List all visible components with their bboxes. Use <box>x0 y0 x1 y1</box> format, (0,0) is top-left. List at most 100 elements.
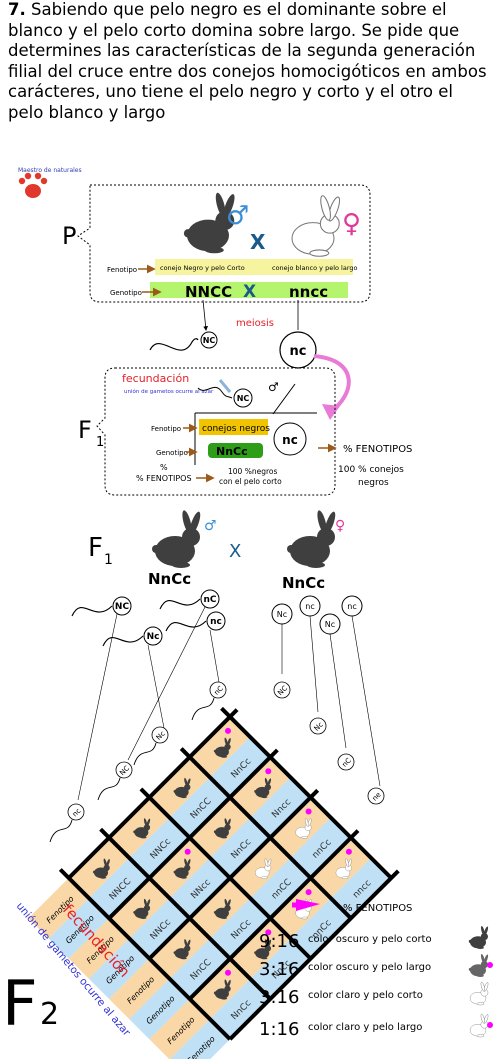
punnett-cell: NnCC <box>149 757 230 838</box>
genotype-band <box>150 282 348 298</box>
f1-cross-male-genotype: NnCc <box>148 570 191 588</box>
logo-text: Maestro de naturales <box>18 167 82 174</box>
punnett-cell: nnCC <box>230 837 311 919</box>
punnett-cell: NNcc <box>149 837 230 919</box>
grid-row-gamete <box>337 753 355 771</box>
f1-cross-x: X <box>229 541 241 562</box>
punnett-cell: NnCc <box>189 958 271 1040</box>
f1-side-label: % FENOTIPOS <box>343 444 412 455</box>
male-symbol: ♂ <box>226 201 249 231</box>
long-hair-dot <box>487 962 493 968</box>
f1-pct-sym: % <box>160 463 168 472</box>
f2-desc: color oscuro y pelo largo <box>308 962 431 973</box>
f1-cross-male-gamete-label: nC <box>203 595 216 605</box>
f1-genotype: NnCc <box>216 445 248 458</box>
f1-side-value-1: 100 % conejos <box>338 465 404 475</box>
long-hair-dot <box>265 768 272 775</box>
p-dialog-box <box>77 184 371 303</box>
punnett-cell: NNCc <box>109 797 190 878</box>
f1-male-gamete-label: NC <box>237 394 250 403</box>
f1-cross-male-gamete <box>112 596 132 616</box>
punnett-grid: NNCCNNCcNnCCNnCcNNCcNNccNnCcNnccNnCCNnCc… <box>28 706 400 1059</box>
grid-col-gamete <box>67 803 85 821</box>
female-gamete <box>279 331 317 369</box>
long-hair-dot <box>224 727 231 734</box>
white-rabbit-icon <box>291 194 343 257</box>
long-hair-dot <box>305 808 312 815</box>
f1-sperm-tail <box>102 635 144 647</box>
f1-cross-female-gamete-label: nc <box>347 602 356 611</box>
grid-row-gamete-label: ne <box>371 791 383 803</box>
f1-fenotipo-label: Fenotipo <box>151 425 181 433</box>
f1-male-gamete <box>233 388 253 408</box>
f1-male-rabbit-icon <box>152 509 203 568</box>
f2-ratio: 1:16 <box>259 1019 299 1040</box>
punnett-cell: nnCc <box>270 797 351 878</box>
grid-col-gamete <box>115 761 133 779</box>
f1-cross-female-gamete-label: Nc <box>277 610 287 619</box>
grid-col-gamete <box>151 726 169 744</box>
f1-label: F <box>78 416 92 444</box>
meiosis-label: meiosis <box>236 318 274 329</box>
light-rabbit-icon <box>469 981 490 1006</box>
f2-desc: color claro y pelo largo <box>308 1022 422 1033</box>
grid-row-gamete <box>309 717 327 735</box>
f1-cross-female-symbol: ♀ <box>335 518 345 534</box>
genotype-cross: X <box>243 282 256 302</box>
punnett-cell: NNCC <box>68 837 150 919</box>
punnett-cell: NnCc <box>189 716 271 798</box>
f2-sub: 2 <box>40 997 59 1032</box>
male-gamete-label: NC <box>203 336 216 345</box>
f1-phenotype: conejos negros <box>202 424 270 434</box>
grid-col-gamete <box>209 681 227 699</box>
punnett-cell: NnCC <box>149 918 230 999</box>
dark-rabbit-icon <box>468 953 489 977</box>
long-hair-dot <box>184 848 191 855</box>
phenotype-band <box>155 259 353 275</box>
long-hair-dot <box>224 969 231 976</box>
f1-pct-value-2: con el pelo corto <box>219 477 282 486</box>
f2-pct-label: % FENOTIPOS <box>343 903 412 914</box>
paw-icon <box>18 172 48 198</box>
f1-side-value-2: negros <box>358 478 389 488</box>
p-label: P <box>62 222 76 250</box>
f2-ratio: 9:16 <box>259 931 299 952</box>
sperm-tail <box>149 338 199 351</box>
p-fenotipo-label: Fenotipo <box>107 266 137 274</box>
f1-sperm-tail <box>159 598 201 610</box>
f1-cross-sub: 1 <box>104 552 113 568</box>
f1-female-rabbit-icon <box>287 509 338 568</box>
female-phenotype: conejo blanco y pelo largo <box>272 264 358 272</box>
problem-text: Sabiendo que pelo negro es el dominante … <box>8 0 487 122</box>
f1-cross-male-gamete <box>143 626 163 646</box>
f1-dialog-box <box>96 367 336 496</box>
f1-sperm-tail <box>71 605 113 617</box>
male-genotype: NNCC <box>185 283 232 301</box>
f1-cross-male-gamete-label: nc <box>210 617 222 627</box>
male-gamete <box>200 331 218 349</box>
f1-sperm-tail <box>165 620 207 632</box>
punnett-cell: nncc <box>310 837 392 919</box>
f1-phenotype-box <box>199 419 268 435</box>
f1-genotype-box <box>208 443 263 458</box>
f1-cross-female-genotype: NnCc <box>282 574 325 592</box>
female-gamete-label: nc <box>290 344 307 359</box>
p-section: P ♂ X ♀ Fenotipo conejo Negro y pelo Cor… <box>62 184 371 420</box>
f1-pct-label: % FENOTIPOS <box>136 474 192 483</box>
f1-cross-male-gamete-label: NC <box>115 602 130 612</box>
grid-row-gamete <box>273 681 291 699</box>
f1-section: F 1 fecundación unión de gametos ocurre … <box>78 367 412 496</box>
female-symbol: ♀ <box>342 209 361 239</box>
problem-statement: 7. Sabiendo que pelo negro es el dominan… <box>8 0 492 123</box>
f1-cross-male-gamete-label: Nc <box>147 632 160 642</box>
grid-col-gamete-label: nc <box>71 807 83 819</box>
f2-result-row: 1:16 color claro y pelo largo <box>259 1013 493 1040</box>
f1-sperm-tail <box>197 386 233 399</box>
f1-cross-female-gamete-label: Nc <box>325 620 335 629</box>
fertilization-arrow <box>313 354 351 414</box>
grid-row-gamete <box>367 787 385 805</box>
